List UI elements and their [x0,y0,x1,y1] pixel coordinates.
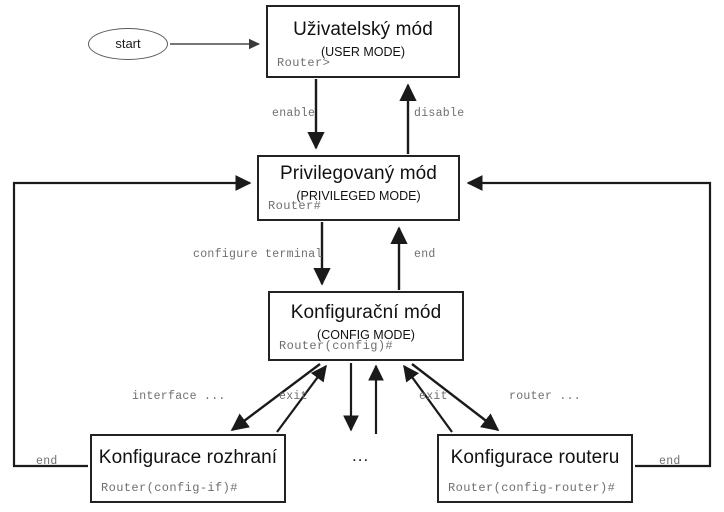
edge-label-end-right: end [659,455,681,468]
user-mode-subtitle: (USER MODE) [320,45,406,59]
edge-label-router: router ... [509,390,582,403]
node-other-modes: ... [352,446,370,465]
edge-interface-to-privileged [12,175,252,468]
config-mode-title: Konfigurační mód [290,302,442,323]
node-router-config[interactable]: Konfigurace routeru Router(config-router… [437,434,633,503]
edge-label-end-left: end [36,455,58,468]
privileged-mode-subtitle: (PRIVILEGED MODE) [296,189,421,203]
privileged-mode-title: Privilegovaný mód [280,163,437,184]
edge-label-enable: enable [272,107,316,120]
edge-router-to-config [403,364,453,433]
edge-router-to-privileged [466,175,712,468]
interface-config-title: Konfigurace rozhraní [98,447,278,468]
node-config-mode[interactable]: Konfigurační mód (CONFIG MODE) Router(co… [268,291,464,361]
edge-label-end-from-config: end [414,248,436,261]
edge-label-exit-left: exit [279,390,308,403]
start-label: start [115,36,141,51]
interface-config-prompt: Router(config-if)# [101,481,238,495]
router-config-title: Konfigurace routeru [450,447,620,468]
node-user-mode[interactable]: Uživatelský mód (USER MODE) Router> [266,5,460,78]
user-mode-prompt: Router> [277,56,331,70]
router-config-prompt: Router(config-router)# [448,481,616,495]
edge-interface-to-config [276,364,327,433]
node-privileged-mode[interactable]: Privilegovaný mód (PRIVILEGED MODE) Rout… [257,155,460,221]
node-start[interactable]: start [88,28,168,60]
user-mode-title: Uživatelský mód [293,19,433,40]
edge-label-interface: interface ... [132,390,226,403]
edge-config-to-router [411,363,500,431]
edge-label-disable: disable [414,107,465,120]
node-interface-config[interactable]: Konfigurace rozhraní Router(config-if)# [90,434,286,503]
config-mode-prompt: Router(config)# [279,339,394,353]
edge-config-to-interface [230,363,321,431]
edge-label-exit-right: exit [419,390,448,403]
privileged-mode-prompt: Router# [268,199,322,213]
config-mode-subtitle: (CONFIG MODE) [317,328,415,342]
edge-label-configure-terminal: configure terminal [193,248,323,261]
